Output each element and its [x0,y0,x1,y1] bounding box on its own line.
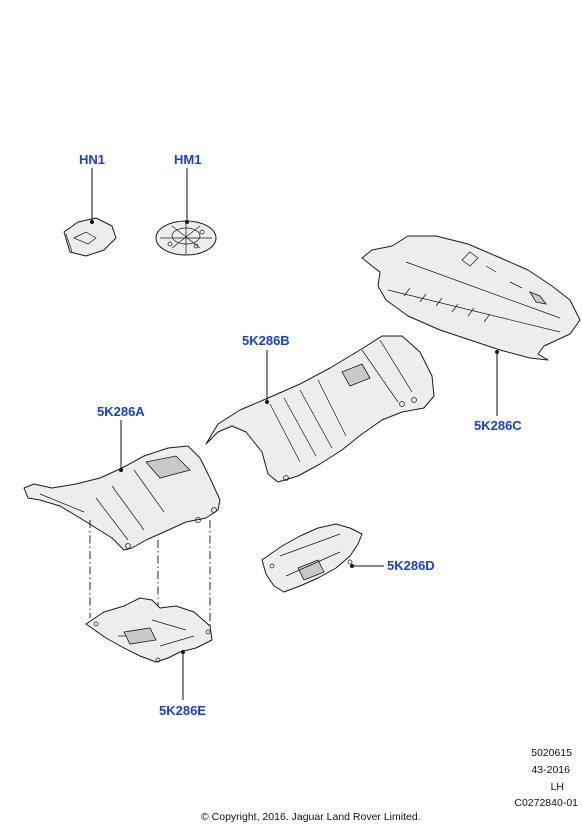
heat-shield-5k286d [261,523,363,593]
heat-shield-5k286c [361,235,581,361]
info-date: 43-2016 [531,764,570,776]
clip-hn1 [63,217,117,257]
info-code: 5020615 [531,747,572,759]
callout-5k286e[interactable]: 5K286E [159,703,206,718]
illustration-id: C0272840-01 [514,797,578,809]
callout-5k286d[interactable]: 5K286D [387,558,435,573]
heat-shield-5k286b [205,335,435,483]
callout-hm1[interactable]: HM1 [174,152,202,167]
fastener-hm1 [155,220,217,256]
leader-dot-5k286b [265,400,269,404]
info-side: LH [550,781,564,793]
leader-dot-5k286e [181,650,185,654]
callout-5k286a[interactable]: 5K286A [97,404,145,419]
copyright-notice: © Copyright, 2016. Jaguar Land Rover Lim… [201,811,421,823]
callout-5k286b[interactable]: 5K286B [242,333,290,348]
callout-hn1[interactable]: HN1 [79,152,106,167]
leader-dot-5k286a [119,468,123,472]
leader-dot-hm1 [185,220,189,224]
leader-dot-hn1 [90,220,94,224]
heat-shield-5k286e [85,597,213,663]
leader-dot-5k286c [495,350,499,354]
heat-shield-5k286a [23,445,221,551]
leader-dot-5k286d [350,564,354,568]
callout-5k286c[interactable]: 5K286C [474,418,522,433]
